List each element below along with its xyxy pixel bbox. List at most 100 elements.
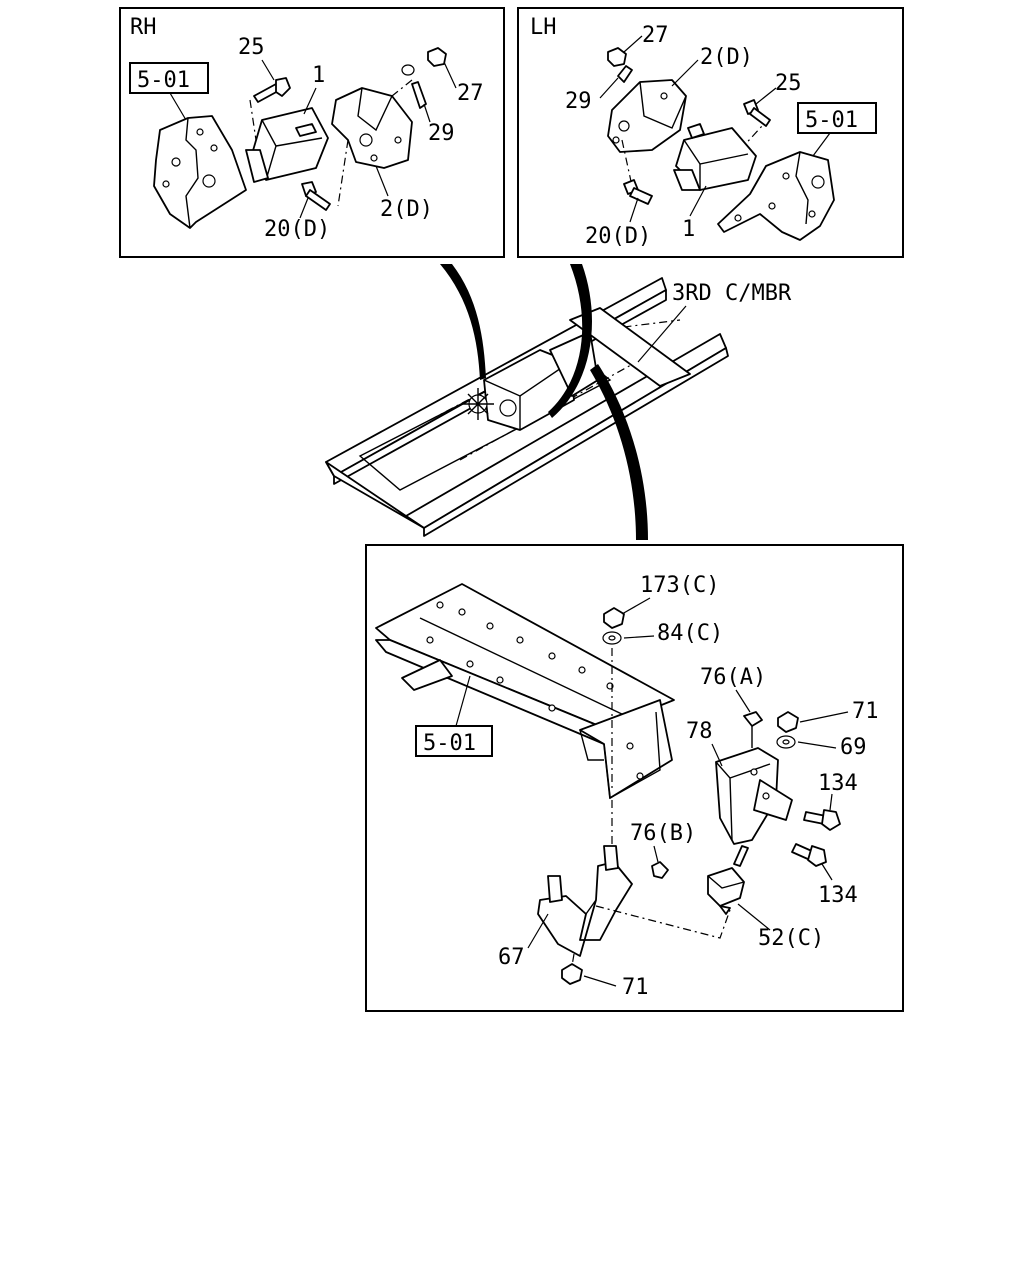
lh-leader-1 <box>689 185 707 217</box>
lh-leader-27 <box>623 35 643 53</box>
pointer-to-crossmember-detail <box>590 364 648 540</box>
pointer-to-lh <box>548 264 592 418</box>
lh-nut-27 <box>607 47 627 67</box>
label-71-lower: 71 <box>622 975 649 1000</box>
lh-panel: LH 27 29 2(D) 25 <box>517 7 904 258</box>
lh-leader-25 <box>755 87 777 105</box>
leader-134-upper <box>829 793 833 811</box>
label-76a: 76(A) <box>700 665 766 690</box>
rh-label-29: 29 <box>428 121 455 146</box>
lh-engine-bracket-2d <box>607 79 687 153</box>
leader-52c <box>737 903 771 931</box>
rh-ref-leader <box>169 92 187 121</box>
rh-label-20d: 20(D) <box>264 217 330 242</box>
lh-bolt-20d <box>623 179 653 205</box>
leader-134-lower <box>821 863 833 881</box>
rh-clip-29 <box>401 64 427 109</box>
lh-panel-border <box>517 7 904 258</box>
label-78: 78 <box>686 719 713 744</box>
washer-84c <box>602 631 622 645</box>
bracket-78 <box>715 747 793 845</box>
lh-leader-2d <box>671 59 699 87</box>
rh-label-2d: 2(D) <box>380 197 433 222</box>
rh-label-1: 1 <box>312 63 325 88</box>
label-67: 67 <box>498 945 525 970</box>
rh-leader-27 <box>443 61 457 89</box>
insulator-52c <box>707 845 749 915</box>
chassis-overview: 3RD C/MBR <box>325 264 792 540</box>
chassis-label-3rd-cmbr: 3RD C/MBR <box>672 281 792 306</box>
crossmember-ref-box-label: 5-01 <box>423 731 476 756</box>
crossmember-detail-panel: 5-01 173(C) 84(C) 76(A) 78 <box>365 544 904 1012</box>
rh-leader-29 <box>423 103 431 123</box>
lh-bolt-25 <box>743 99 771 127</box>
label-76b: 76(B) <box>630 821 696 846</box>
washer-69 <box>776 735 796 749</box>
rh-leader-20d <box>299 197 309 219</box>
label-69: 69 <box>840 735 867 760</box>
rh-ref-box-label: 5-01 <box>137 68 190 93</box>
rh-frame-bracket <box>153 115 247 229</box>
leader-173c <box>621 597 651 615</box>
lh-label-1: 1 <box>682 217 695 242</box>
rh-bolt-25 <box>253 77 291 103</box>
lh-insulator-1 <box>673 123 757 191</box>
crossmember-ref-leader <box>455 675 471 727</box>
label-71-upper: 71 <box>852 699 879 724</box>
lh-dashline-20 <box>621 139 633 187</box>
rh-dashline-25 <box>249 99 257 141</box>
lh-leader-29 <box>599 77 619 99</box>
rh-panel: RH 5-01 25 1 <box>119 7 505 258</box>
crossmember-3rd <box>375 583 675 800</box>
rh-label-25: 25 <box>238 35 265 60</box>
nut-173c <box>603 607 625 629</box>
rh-leader-2d <box>375 165 389 197</box>
rh-label-27: 27 <box>457 81 484 106</box>
nut-71-upper <box>777 711 799 733</box>
rh-panel-title: RH <box>130 15 157 40</box>
lh-label-20d: 20(D) <box>585 224 651 249</box>
bolt-134-lower <box>791 843 827 867</box>
pointer-to-rh <box>440 264 486 380</box>
bolt-134-upper <box>803 809 841 831</box>
leader-78 <box>711 743 723 767</box>
lh-label-27: 27 <box>642 23 669 48</box>
bolt-76a <box>743 711 763 748</box>
rh-dashline-20 <box>337 139 349 207</box>
rh-ref-box <box>129 62 209 94</box>
leader-71-upper <box>799 711 849 723</box>
lh-label-2d: 2(D) <box>700 45 753 70</box>
lh-label-25: 25 <box>775 71 802 96</box>
lh-leader-20d <box>629 197 639 223</box>
dashline-52c <box>595 905 731 939</box>
crossmember-panel-border <box>365 544 904 1012</box>
lh-ref-box <box>797 102 877 134</box>
lh-ref-box-label: 5-01 <box>805 108 858 133</box>
rh-leader-25 <box>261 59 275 81</box>
label-52c: 52(C) <box>758 926 824 951</box>
dashline-71-lower <box>571 953 575 967</box>
leader-67 <box>527 913 549 949</box>
chassis-leader-3rd-cmbr <box>637 305 687 363</box>
lh-clip-29 <box>617 65 633 83</box>
leader-71-lower <box>583 975 617 987</box>
label-84c: 84(C) <box>657 621 723 646</box>
rh-insulator-1 <box>245 107 329 183</box>
leader-76a <box>735 689 751 713</box>
rh-bolt-20d <box>301 181 331 211</box>
bracket-67 <box>537 845 633 957</box>
label-173c: 173(C) <box>640 573 719 598</box>
rh-leader-1 <box>303 87 317 115</box>
bolt-76b <box>651 861 669 879</box>
lh-panel-title: LH <box>530 15 557 40</box>
leader-84c <box>623 635 655 639</box>
chassis-front-crossmember <box>325 461 425 529</box>
rh-dashline-27 <box>391 79 413 97</box>
label-134-upper: 134 <box>818 771 858 796</box>
lh-frame-bracket <box>717 151 835 241</box>
lh-label-29: 29 <box>565 89 592 114</box>
rh-engine-bracket-2d <box>331 87 413 169</box>
label-134-lower: 134 <box>818 883 858 908</box>
leader-69 <box>797 741 837 749</box>
